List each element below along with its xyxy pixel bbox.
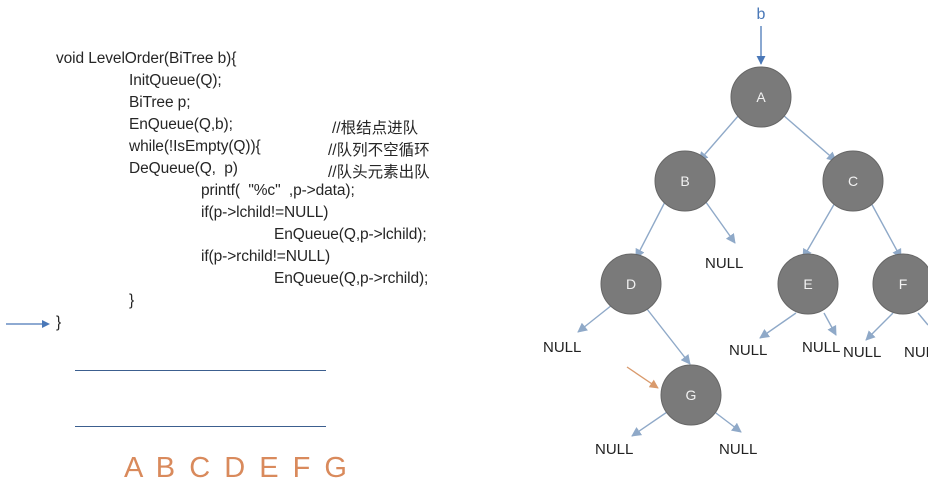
- code-comment: //根结点进队: [332, 120, 419, 137]
- null-label-g-left: NULL: [595, 441, 633, 458]
- edge-g-null-left: [631, 409, 671, 437]
- edge-d-g: [646, 308, 691, 365]
- edge-f-null-right: [917, 312, 928, 326]
- null-label-e-right: NULL: [802, 339, 840, 356]
- line-pointer-arrow: [6, 320, 50, 328]
- tree-node-a: A: [730, 66, 792, 128]
- code-line: BiTree p;: [129, 94, 191, 111]
- tree-node-e: E: [777, 253, 839, 315]
- code-line: void LevelOrder(BiTree b){: [56, 50, 237, 67]
- code-line: }: [56, 314, 62, 331]
- edge-g-null-right: [711, 409, 742, 433]
- null-label-f-left: NULL: [843, 344, 881, 361]
- null-label-f-right: NULL: [904, 344, 928, 361]
- tree-node-b: B: [654, 150, 716, 212]
- code-line: printf( "%c" ,p->data);: [201, 182, 355, 199]
- code-line: EnQueue(Q,p->rchild);: [274, 270, 429, 287]
- edge-b-d: [635, 197, 668, 259]
- edge-d-null: [577, 304, 613, 333]
- code-line: InitQueue(Q);: [129, 72, 222, 89]
- edge-e-null-right: [823, 312, 837, 336]
- code-line: if(p->lchild!=NULL): [201, 204, 329, 221]
- root-pointer-label: b: [757, 6, 766, 23]
- null-label-b-right: NULL: [705, 255, 743, 272]
- edge-c-f: [869, 200, 902, 259]
- svg-text:D: D: [626, 276, 636, 292]
- svg-text:E: E: [803, 276, 812, 292]
- edge-b-null: [702, 197, 736, 244]
- edge-a-c: [782, 114, 837, 162]
- svg-text:B: B: [680, 173, 689, 189]
- svg-text:A: A: [756, 89, 766, 105]
- tree-node-c: C: [822, 150, 884, 212]
- edge-e-null-left: [759, 312, 797, 339]
- code-comment: //队头元素出队: [328, 164, 430, 181]
- tree-node-d: D: [600, 253, 662, 315]
- null-label-e-left: NULL: [729, 342, 767, 359]
- code-line: }: [129, 292, 135, 309]
- svg-text:C: C: [848, 173, 858, 189]
- null-label-d-left: NULL: [543, 339, 581, 356]
- edge-a-b: [698, 114, 740, 162]
- queue-bottom-line: [75, 426, 326, 427]
- queue-top-line: [75, 370, 326, 371]
- svg-text:F: F: [899, 276, 908, 292]
- edge-c-e: [802, 200, 837, 259]
- code-line: EnQueue(Q,b);: [129, 116, 233, 133]
- code-line: while(!IsEmpty(Q)){: [129, 138, 261, 155]
- code-comment: //队列不空循环: [328, 142, 430, 159]
- svg-text:G: G: [686, 387, 697, 403]
- tree-node-f: F: [872, 253, 928, 315]
- current-node-arrow: [626, 366, 659, 389]
- tree-edges: [577, 114, 928, 437]
- tree-node-g: G: [660, 364, 722, 426]
- edge-f-null-left: [865, 312, 894, 341]
- code-line: EnQueue(Q,p->lchild);: [274, 226, 427, 243]
- null-label-g-right: NULL: [719, 441, 757, 458]
- code-line: DeQueue(Q, p): [129, 160, 238, 177]
- code-line: if(p->rchild!=NULL): [201, 248, 331, 265]
- traversal-output: A B C D E F G: [124, 452, 350, 484]
